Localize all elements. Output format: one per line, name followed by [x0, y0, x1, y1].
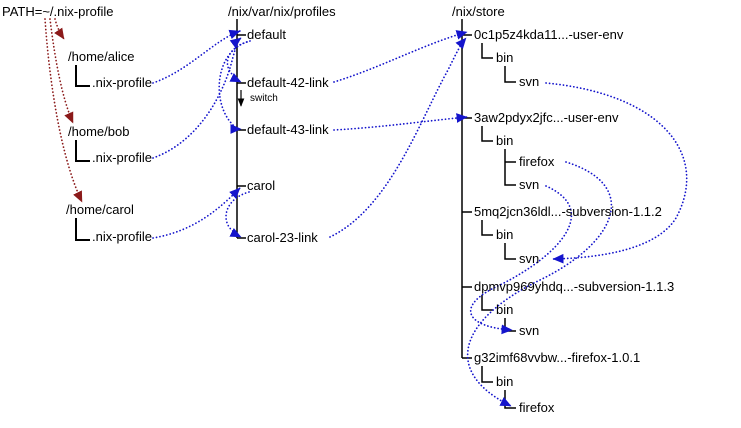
store-file-label: firefox: [519, 154, 555, 169]
store-file-label: svn: [519, 251, 540, 266]
store-dir-label: bin: [496, 374, 514, 389]
store-file-label: svn: [519, 74, 540, 89]
symlink-arrows: [152, 29, 688, 407]
user-profile-symlink-label: .nix-profile: [92, 150, 152, 165]
path-lookup-arrows: [44, 18, 83, 203]
store-file-label: firefox: [519, 400, 555, 415]
home-dir-label: /home/bob: [68, 124, 130, 139]
store-dir-label: bin: [496, 133, 514, 148]
store-dir-label: bin: [496, 302, 514, 317]
switch-label: switch: [250, 93, 278, 104]
profile-link-label: default: [247, 27, 287, 42]
home-dir-label: /home/carol: [66, 202, 134, 217]
store-dir-header: /nix/store: [452, 4, 505, 19]
user-profile-symlink-label: .nix-profile: [92, 229, 152, 244]
profile-link-label: default-43-link: [247, 122, 329, 137]
store-path-label: dpmvp969yhdq...-subversion-1.1.3: [474, 279, 675, 294]
user-profile-symlink-label: .nix-profile: [92, 75, 152, 90]
profiles-dir-header: /nix/var/nix/profiles: [228, 4, 336, 19]
path-env-label: PATH=~/.nix-profile: [2, 4, 114, 19]
store-path-label: 3aw2pdyx2jfc...-user-env: [474, 110, 619, 125]
store-dir-label: bin: [496, 50, 514, 65]
store-path-label: 5mq2jcn36ldl...-subversion-1.1.2: [474, 204, 662, 219]
store-file-label: svn: [519, 177, 540, 192]
store-dir-label: bin: [496, 227, 514, 242]
store-path-label: g32imf68vvbw...-firefox-1.0.1: [474, 350, 641, 365]
profile-link-label: carol-23-link: [247, 230, 318, 245]
profile-link-label: carol: [247, 178, 276, 193]
profile-link-label: default-42-link: [247, 75, 329, 90]
store-file-label: svn: [519, 323, 540, 338]
store-path-label: 0c1p5z4kda11...-user-env: [474, 27, 624, 42]
home-dir-label: /home/alice: [68, 49, 135, 64]
